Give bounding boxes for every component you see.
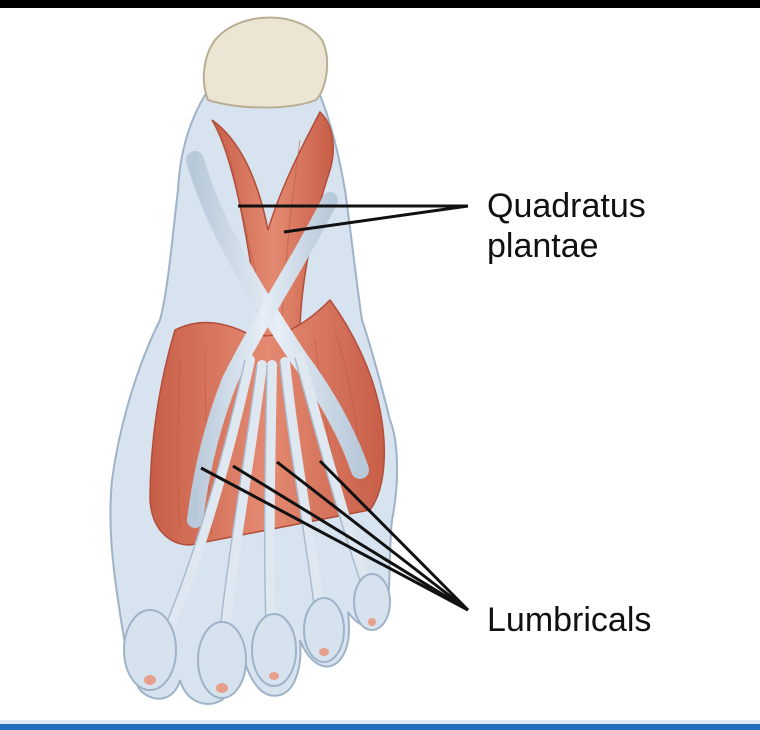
quadratus-plantae-muscle (211, 110, 334, 361)
bottom-divider (0, 720, 760, 724)
toe-tips (144, 618, 376, 693)
calcaneus-bone (202, 16, 329, 109)
bottom-accent-bar (0, 724, 760, 730)
toes (123, 573, 391, 699)
quadratus-label-line1: Quadratus (487, 187, 646, 225)
lumbricals-label: Lumbricals (487, 601, 652, 639)
crossing-tendon-2 (187, 192, 338, 528)
quadratus-leader-lines (238, 204, 469, 234)
lumbricals-leader-lines (200, 459, 470, 612)
quadratus-label-line2: plantae (487, 227, 599, 265)
quadratus-plantae-label: Quadratus plantae (487, 186, 646, 266)
top-border (0, 0, 760, 8)
crossing-tendon-1 (186, 151, 369, 479)
